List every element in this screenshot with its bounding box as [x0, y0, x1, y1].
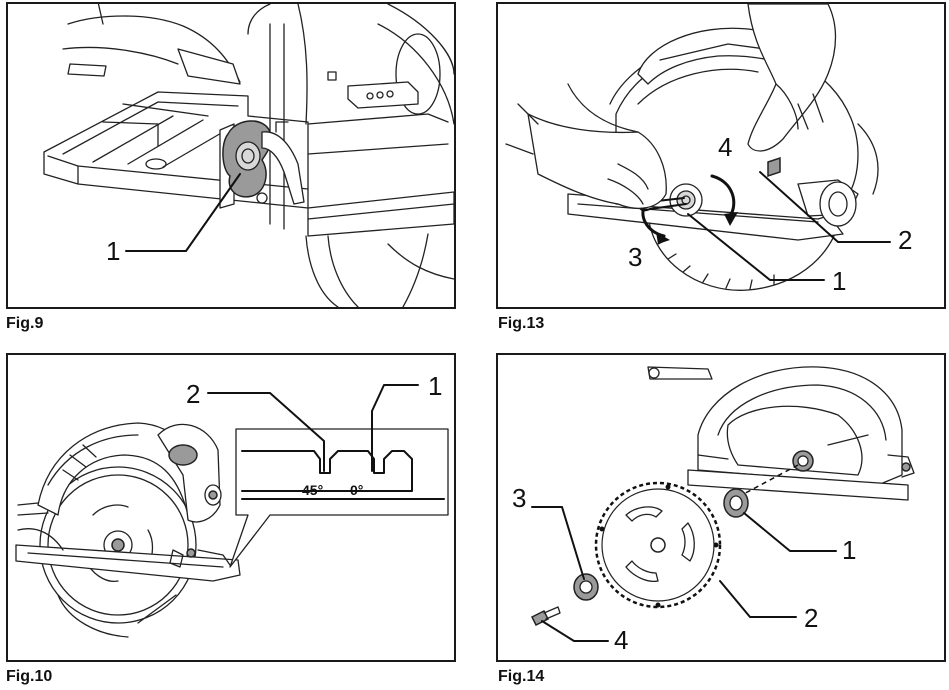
- fig10-caption: Fig.10: [6, 668, 53, 685]
- fig13-leader-1: [687, 213, 825, 281]
- fig10-illustration: 45° 0°: [15, 422, 449, 638]
- fig14-callout-1: 1: [842, 535, 856, 565]
- fig14-callout-3: 3: [512, 483, 526, 513]
- fig9-callout-1: 1: [106, 236, 120, 266]
- fig13-illustration: [505, 4, 879, 291]
- fig10-callout-1: 1: [428, 371, 442, 401]
- fig10-scale-0: 0°: [350, 482, 363, 498]
- fig14-leader-3: [531, 506, 585, 580]
- fig10-panel: 45° 0° 2 1: [6, 353, 456, 662]
- fig14-leader-1: [743, 512, 837, 552]
- fig13-panel: 4 2 3 1: [496, 2, 946, 309]
- fig10-callout-2: 2: [186, 379, 200, 409]
- fig9-leader-1: [125, 173, 241, 252]
- fig10-scale-45: 45°: [302, 482, 323, 498]
- fig10-leader-1: [371, 384, 419, 472]
- fig13-callout-4: 4: [718, 132, 732, 162]
- fig14-leader-2: [719, 580, 797, 618]
- fig14-callout-4: 4: [614, 625, 628, 655]
- fig13-leader-2: [759, 171, 891, 243]
- fig9-callout-layer: 1: [106, 173, 241, 266]
- fig13-callout-3: 3: [628, 242, 642, 272]
- fig13-callout-2: 2: [898, 225, 912, 255]
- fig14-caption: Fig.14: [498, 668, 545, 685]
- fig13-caption: Fig.13: [498, 315, 545, 332]
- fig14-illustration: [530, 366, 915, 627]
- fig14-leader-4: [541, 620, 609, 642]
- fig9-caption: Fig.9: [6, 315, 44, 332]
- fig14-saw-blade: [594, 481, 722, 609]
- fig14-callout-layer: 1 3 2 4: [512, 483, 856, 655]
- fig10-callout-layer: 2 1: [186, 371, 442, 472]
- fig9-illustration: [43, 4, 454, 307]
- fig13-callout-1: 1: [832, 266, 846, 296]
- fig9-panel: 1: [6, 2, 456, 309]
- fig10-leader-2: [207, 392, 325, 472]
- fig13-callout-layer: 4 2 3 1: [628, 132, 912, 296]
- fig14-callout-2: 2: [804, 603, 818, 633]
- fig14-panel: 1 3 2 4: [496, 353, 946, 662]
